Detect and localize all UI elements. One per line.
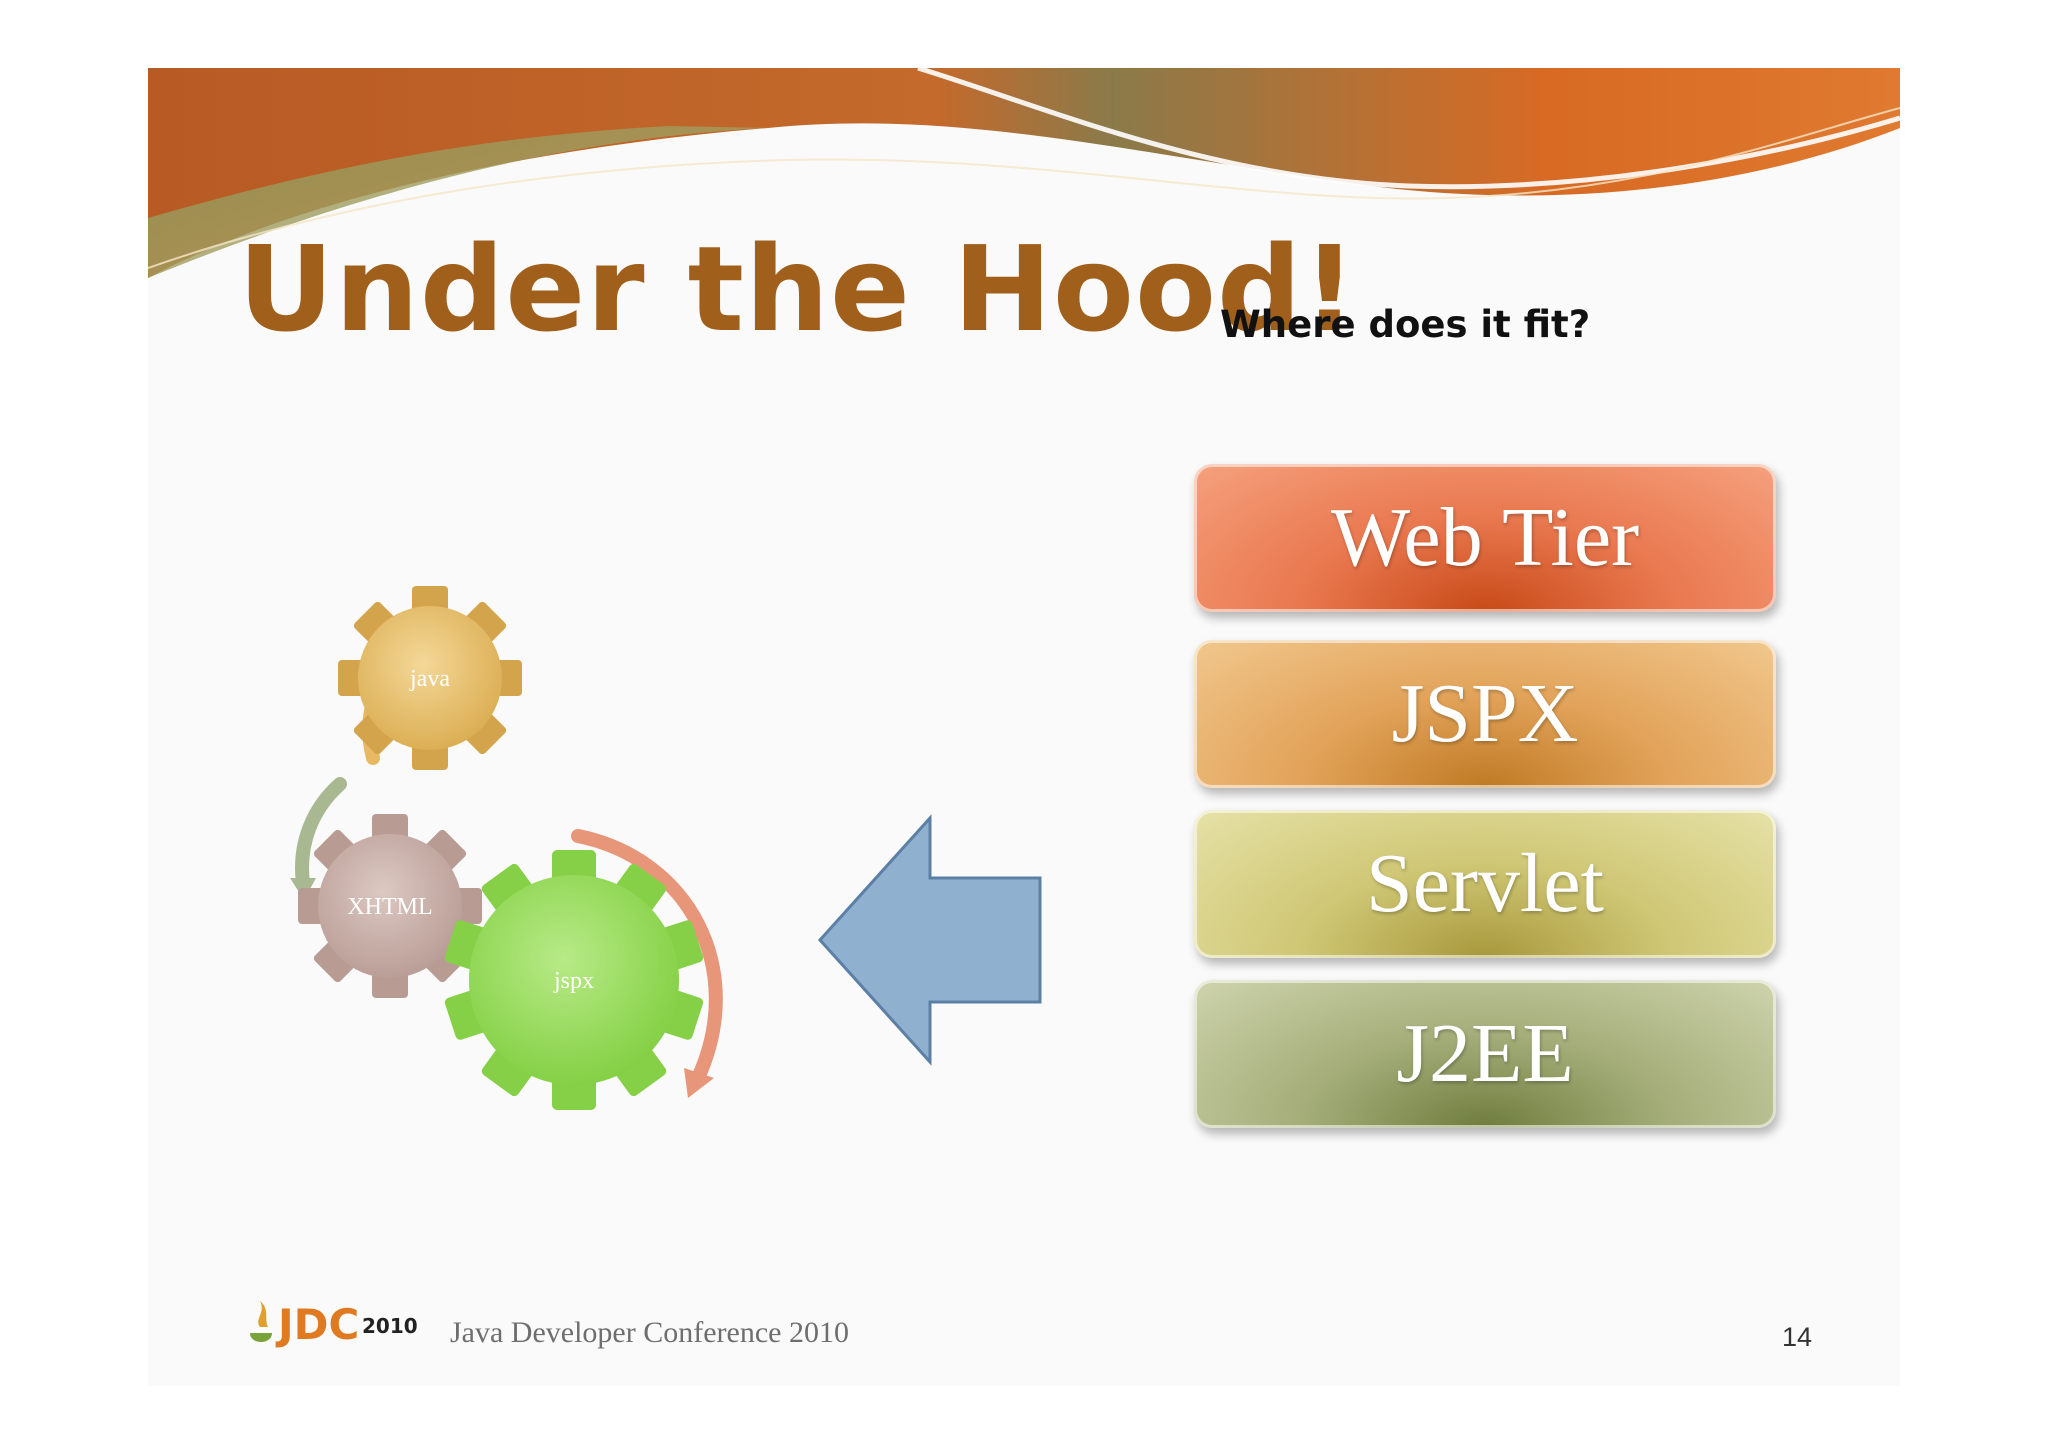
gears-diagram: java XHTML [290,586,1042,1110]
gear-java-label: java [409,666,450,692]
cycle-arrow-right-icon [571,829,723,1085]
stack-web-tier: Web Tier [1194,464,1776,612]
jdc-logo-text: JDC [275,1300,359,1349]
slide: Under the Hood! Where does it fit? [148,68,1900,1386]
gear-xhtml-label: XHTML [347,894,432,920]
jdc-logo: JDC 2010 [250,1300,418,1349]
slide-subtitle: Where does it fit? [1220,303,1591,346]
gear-jspx-icon: jspx [444,850,704,1110]
page-number: 14 [1782,1322,1813,1352]
gear-jspx-label: jspx [553,968,594,994]
cycle-arrow-left-icon [295,777,347,890]
stack-web-tier-label: Web Tier [1330,491,1640,584]
stack-servlet: Servlet [1194,810,1776,958]
gear-java-icon: java [338,586,522,770]
stack-servlet-label: Servlet [1366,837,1604,930]
header-banner [148,68,1900,278]
gear-xhtml-icon: XHTML [298,814,482,998]
jdc-logo-year: 2010 [362,1314,418,1338]
slide-title: Under the Hood! [238,220,1358,358]
stack-jspx-label: JSPX [1391,667,1579,760]
left-arrow-icon [817,814,1042,1066]
stack-jspx: JSPX [1194,640,1776,788]
stack-j2ee: J2EE [1194,980,1776,1128]
stack-j2ee-label: J2EE [1396,1007,1574,1100]
footer-conference: Java Developer Conference 2010 [450,1316,849,1349]
